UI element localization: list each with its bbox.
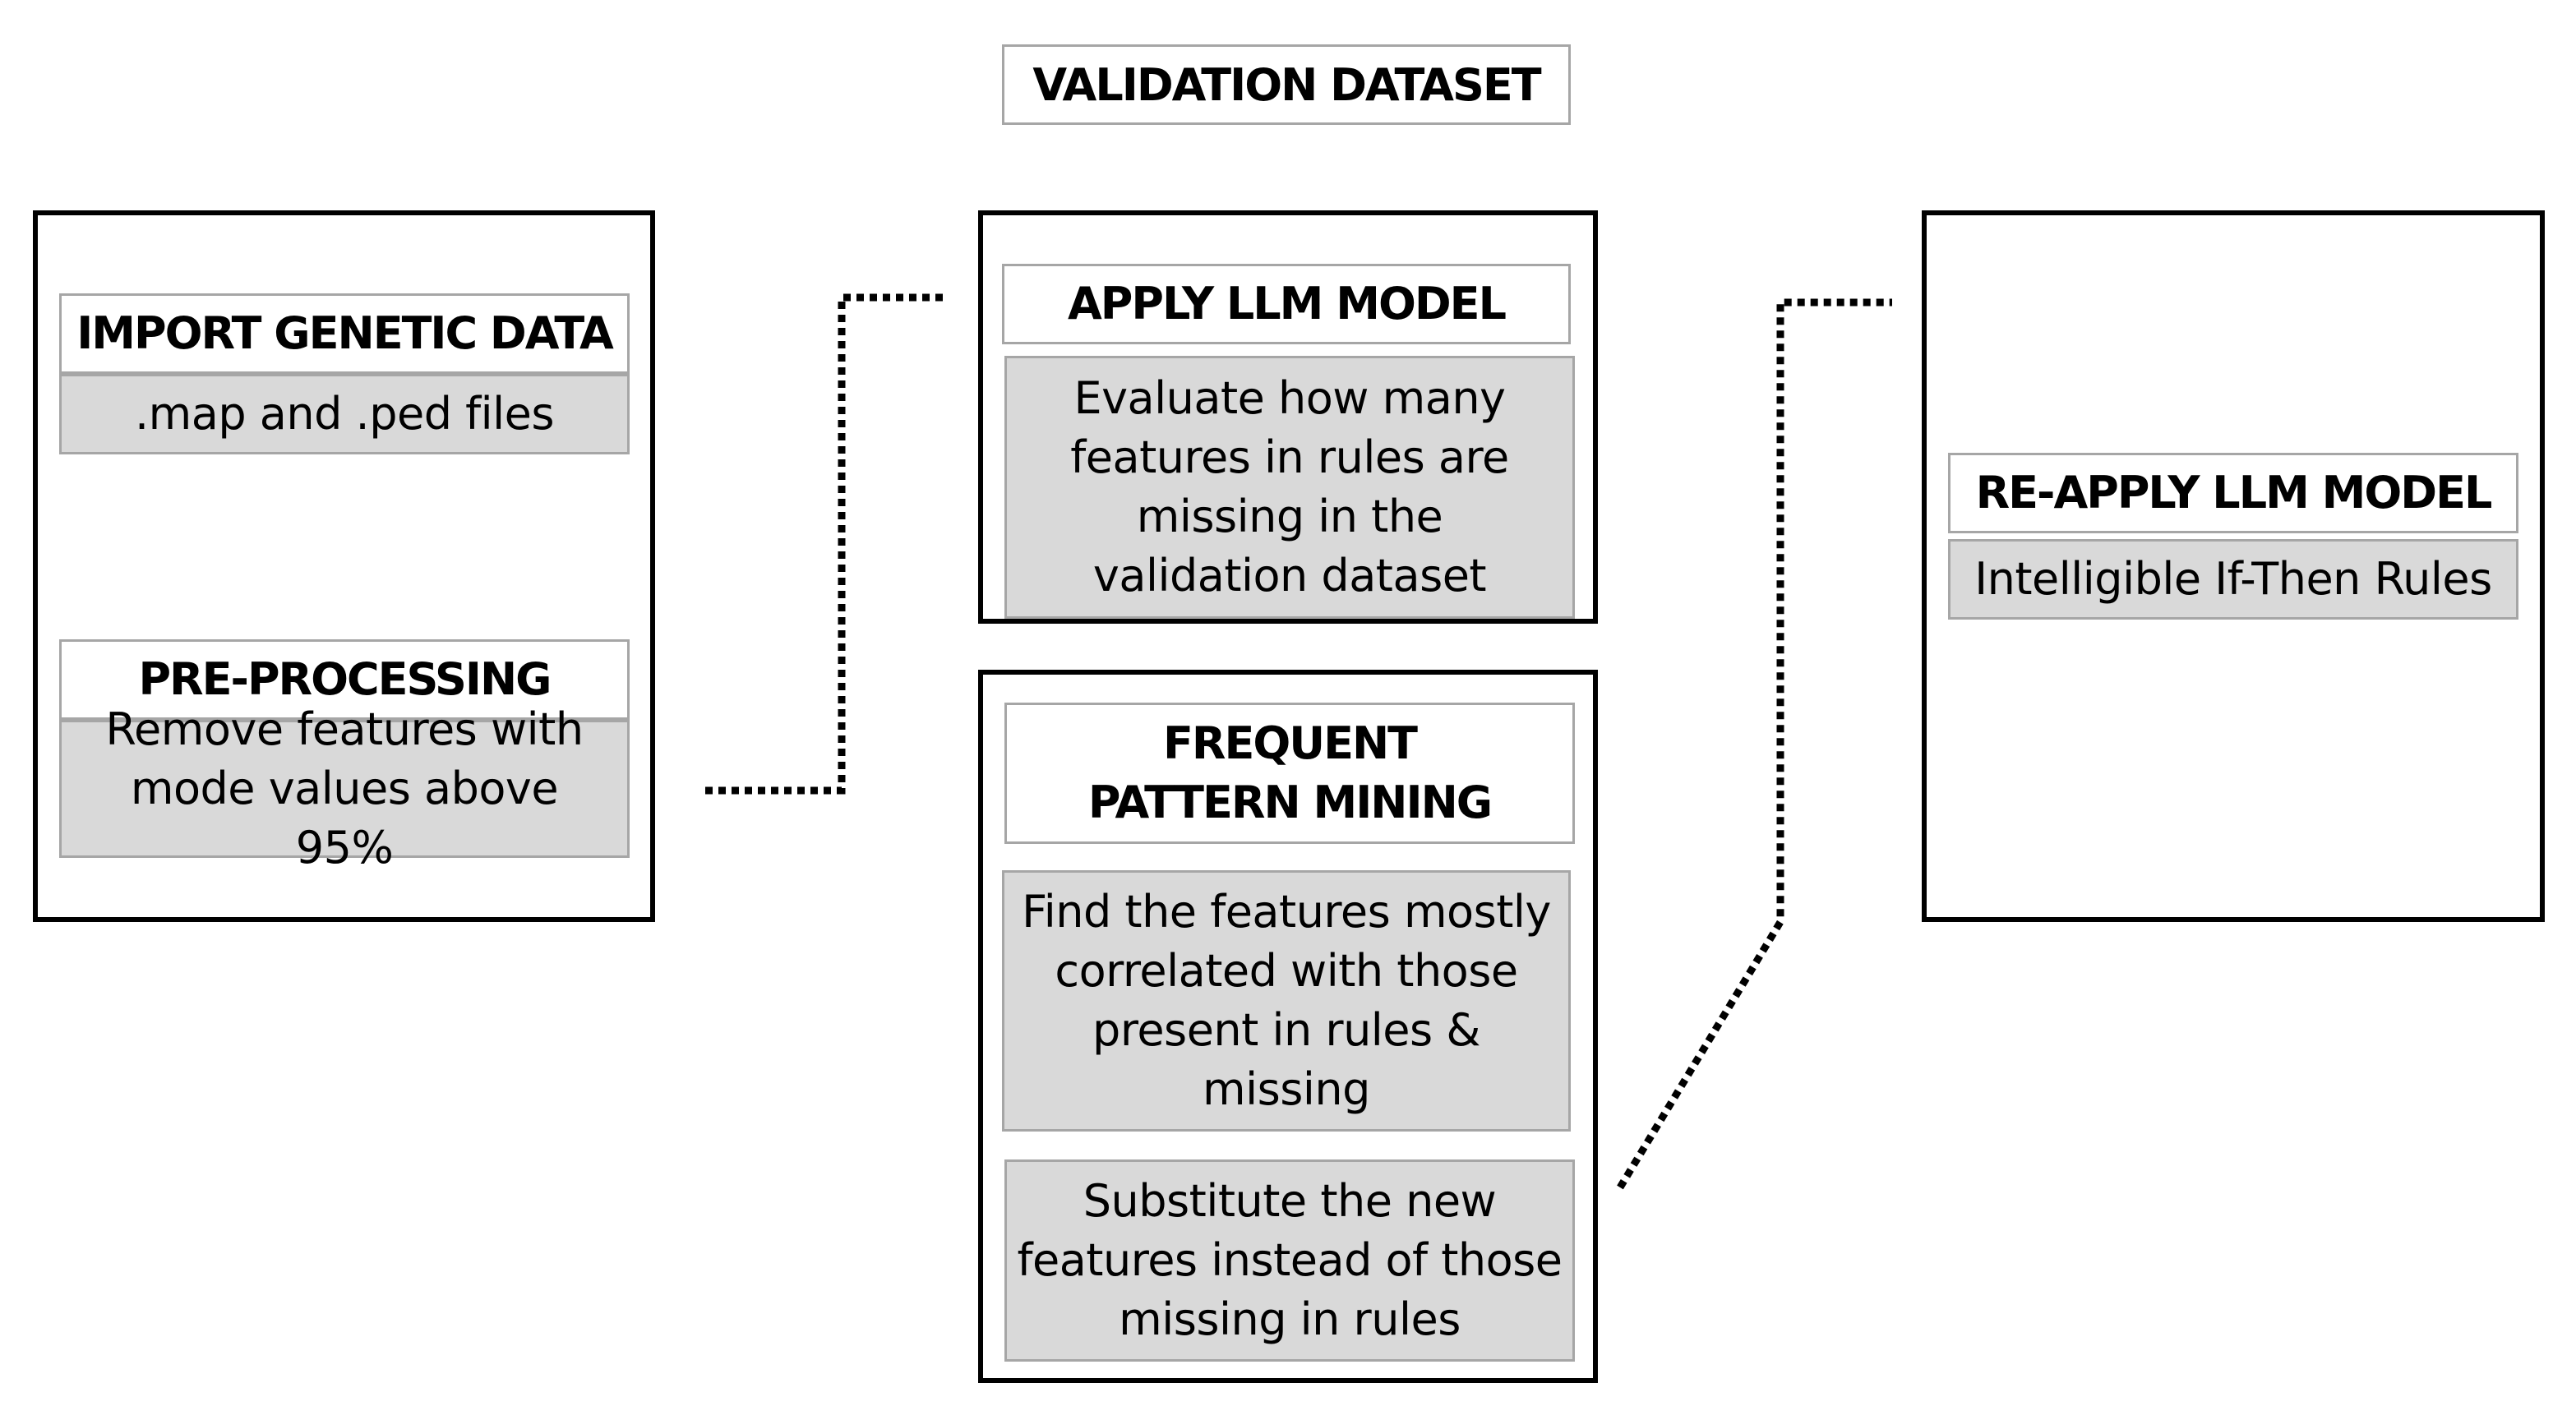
re-apply-llm-model-heading: RE-APPLY LLM MODEL — [1948, 453, 2518, 533]
import-genetic-data-heading: IMPORT GENETIC DATA — [59, 293, 630, 374]
apply-llm-model-heading: APPLY LLM MODEL — [1002, 264, 1571, 344]
connector-preparation-to-apply — [705, 293, 949, 795]
find-correlated-features-detail: Find the features mostly correlated with… — [1002, 870, 1571, 1132]
pre-processing-heading: PRE-PROCESSING — [59, 639, 630, 720]
diagram-title-text: VALIDATION DATASET — [1032, 58, 1541, 111]
import-genetic-data-detail: .map and .ped files — [59, 374, 630, 454]
apply-llm-model-detail: Evaluate how many features in rules are … — [1004, 356, 1575, 619]
substitute-features-detail: Substitute the new features instead of t… — [1004, 1159, 1575, 1362]
diagram-title: VALIDATION DATASET — [1002, 44, 1571, 125]
connector-mining-to-reapply — [1617, 298, 1892, 1190]
pre-processing-detail: Remove features with mode values above 9… — [59, 703, 630, 874]
re-apply-llm-model-detail: Intelligible If-Then Rules — [1948, 539, 2518, 620]
frequent-pattern-mining-heading: FREQUENT PATTERN MINING — [1004, 703, 1575, 844]
